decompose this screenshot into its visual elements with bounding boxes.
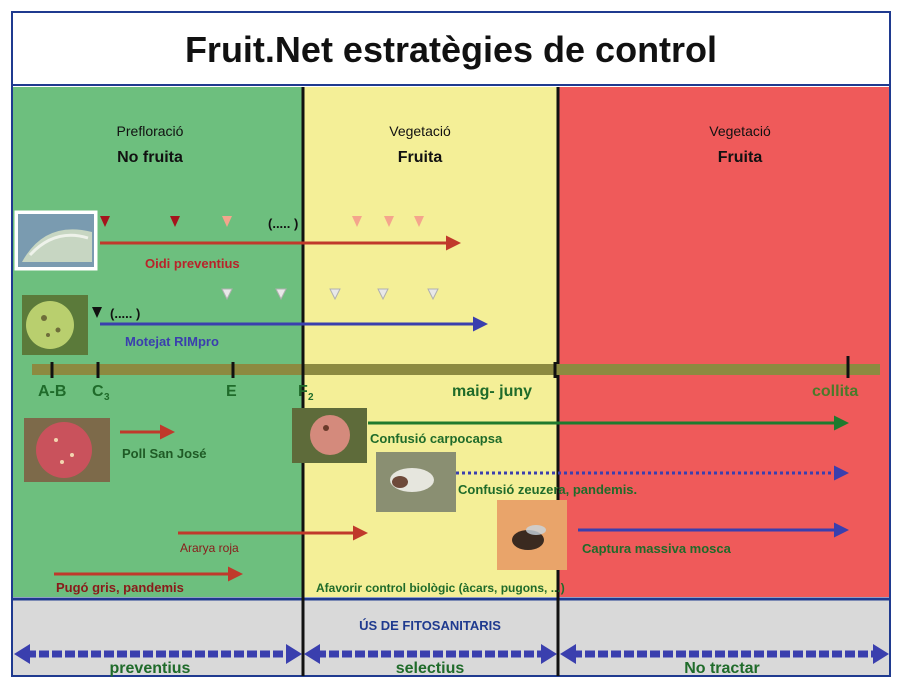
stage-f-sub: 2	[308, 392, 314, 403]
oidi-label: Oidi preventius	[145, 256, 240, 271]
harvest-label: collita	[812, 383, 858, 400]
motejat-treatment-markers	[92, 288, 439, 318]
stage-c: C	[92, 383, 104, 400]
treatment-marker-icon	[352, 216, 362, 227]
biologic-label: Afavorir control biològic (àcars, pugons…	[316, 581, 565, 595]
treatment-marker-icon	[329, 288, 341, 301]
oidi-treatment-markers	[100, 216, 424, 227]
zone-vegetacio-2	[558, 87, 889, 597]
stage-c-sub: 3	[104, 392, 110, 403]
period-label: maig- juny	[452, 383, 532, 400]
col1-phase: Prefloració	[117, 123, 184, 139]
fruit-fly-photo	[497, 500, 567, 570]
timeline-ticks	[50, 356, 850, 378]
stage-f: F	[298, 383, 308, 400]
footer-heading: ÚS DE FITOSANITARIS	[359, 618, 501, 633]
zeuzera-label: Confusió zeuzera, pandemis.	[458, 482, 637, 497]
footer-no-tractar: No tractar	[684, 660, 760, 677]
footer-band	[13, 600, 889, 675]
treatment-marker-icon	[384, 216, 394, 227]
oidi-ellipsis: (..... )	[268, 216, 298, 231]
col2-fruit: Fruita	[398, 149, 443, 166]
treatment-marker-icon	[377, 288, 389, 301]
treatment-marker-icon	[414, 216, 424, 227]
leopard-moth-larva-photo	[376, 452, 456, 512]
col3-fruit: Fruita	[718, 149, 763, 166]
col3-phase: Vegetació	[709, 123, 771, 139]
treatment-marker-icon	[221, 288, 233, 301]
pugo-label: Pugó gris, pandemis	[56, 580, 184, 595]
treatment-marker-icon	[275, 288, 287, 301]
carpocapsa-label: Confusió carpocapsa	[370, 431, 503, 446]
col1-fruit: No fruita	[117, 149, 183, 166]
footer-preventius: preventius	[110, 660, 191, 677]
motejat-label: Motejat RIMpro	[125, 334, 219, 349]
col2-phase: Vegetació	[389, 123, 451, 139]
san-jose-scale-apple-photo	[24, 418, 110, 482]
stage-e: E	[226, 383, 237, 400]
treatment-marker-icon	[100, 216, 110, 227]
treatment-marker-icon	[170, 216, 180, 227]
footer-arrows	[14, 644, 889, 664]
diagram-title: Fruit.Net estratègies de control	[185, 29, 717, 70]
mosca-label: Captura massiva mosca	[582, 541, 732, 556]
stage-ab: A-B	[38, 383, 66, 400]
treatment-marker-icon	[427, 288, 439, 301]
footer-selectius: selectius	[396, 660, 465, 677]
poll-label: Poll San José	[122, 446, 207, 461]
apple-scab-photo	[22, 295, 88, 355]
treatment-marker-icon	[222, 216, 232, 227]
treatment-marker-icon	[92, 307, 102, 318]
aranya-label: Ararya roja	[180, 541, 239, 555]
phenology-timeline	[32, 364, 880, 375]
motejat-ellipsis: (..... )	[110, 306, 140, 321]
powdery-mildew-leaf-photo	[14, 210, 98, 271]
codling-moth-apple-photo	[292, 408, 367, 463]
